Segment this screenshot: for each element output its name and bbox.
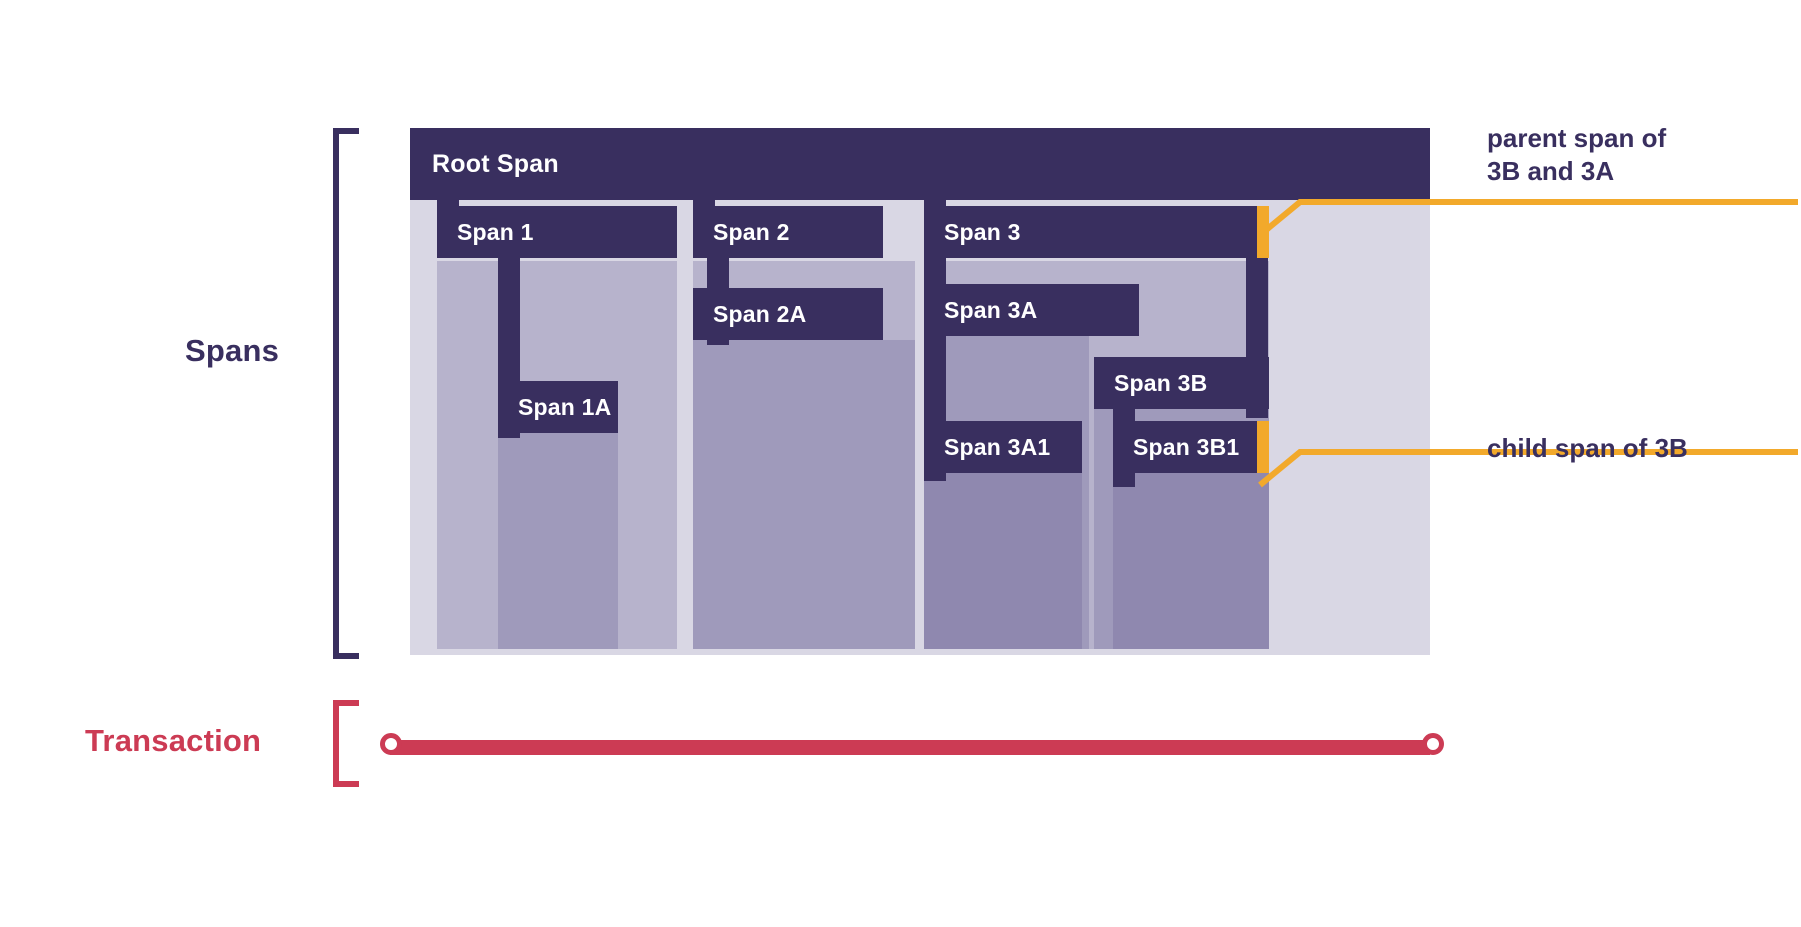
span-1-body [437, 261, 677, 649]
transaction-end-dot-icon [1422, 733, 1444, 755]
transaction-start-dot-icon [380, 733, 402, 755]
transaction-bracket [333, 700, 359, 787]
span-bar-span-2a[interactable]: Span 2A [693, 288, 883, 340]
spans-bracket [333, 128, 359, 659]
span-1a-body [498, 433, 618, 649]
span-bar-span-1a[interactable]: Span 1A [498, 381, 618, 433]
transaction-section-label: Transaction [85, 723, 262, 758]
spans-waterfall: Root Span Span 1 Span 1A Span 2 Span 2A … [410, 128, 1430, 655]
span-3b1-body [1113, 473, 1269, 649]
span-bar-span-3b1[interactable]: Span 3B1 [1113, 421, 1269, 473]
span-bar-root[interactable]: Root Span [410, 128, 1430, 200]
span-bar-span-2[interactable]: Span 2 [693, 206, 883, 258]
span-bar-span-3a[interactable]: Span 3A [924, 284, 1139, 336]
transaction-bar[interactable] [390, 740, 1430, 755]
span-bar-span-1[interactable]: Span 1 [437, 206, 677, 258]
parent-callout-text: parent span of 3B and 3A [1487, 123, 1667, 186]
span-bar-span-3a1[interactable]: Span 3A1 [924, 421, 1082, 473]
parent-callout-leader [1258, 199, 1798, 238]
child-callout-leader [1258, 449, 1798, 488]
span-3a-body [924, 336, 1089, 649]
span-bar-span-3[interactable]: Span 3 [924, 206, 1269, 258]
span-bar-span-3b[interactable]: Span 3B [1094, 357, 1269, 409]
orange-marker-span-3b1 [1257, 421, 1269, 473]
span-3a1-body [924, 473, 1082, 649]
child-callout-text: child span of 3B [1487, 433, 1688, 463]
spans-section-label: Spans [185, 333, 280, 368]
span-2a-body [693, 340, 915, 649]
